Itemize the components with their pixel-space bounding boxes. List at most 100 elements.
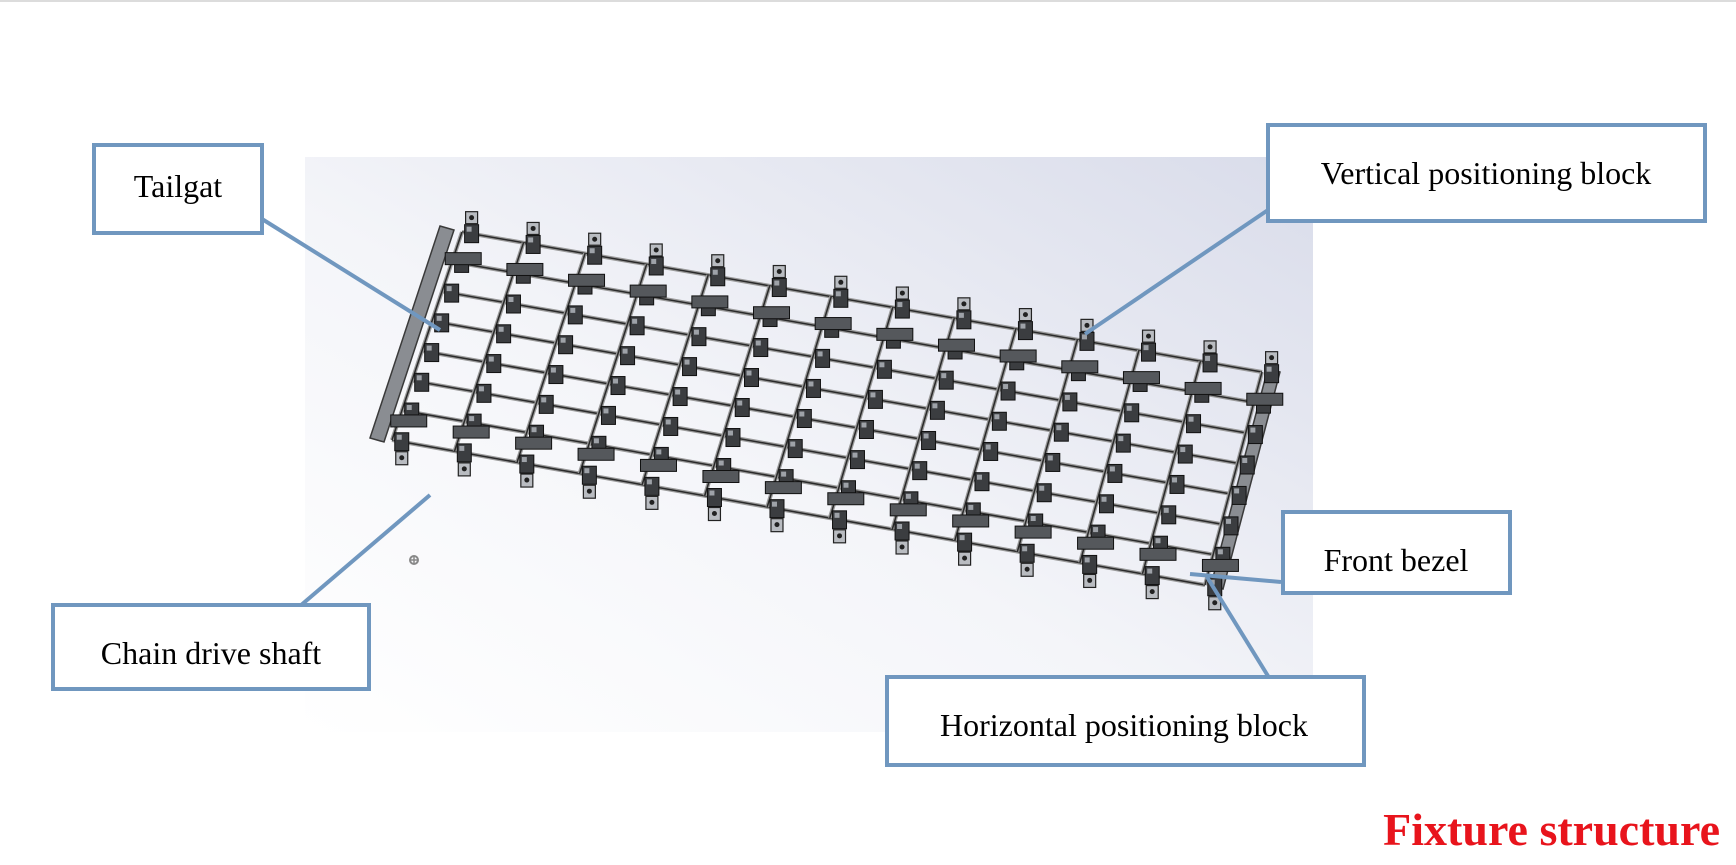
positioning-block-highlight [1155,538,1161,544]
positioning-block-highlight [781,471,787,477]
bottom-mounting-hole [1024,566,1030,572]
bottom-mounting-hole [774,522,780,528]
positioning-block-highlight [541,397,547,403]
positioning-block-highlight [897,302,903,308]
positioning-block-highlight [426,345,432,351]
positioning-block-highlight [923,433,929,439]
positioning-block-highlight [1003,384,1009,390]
grid-bar-column-edge [766,296,832,508]
leader-tailgate [260,217,442,332]
bottom-mounting-hole [586,488,592,494]
positioning-block-highlight [459,445,465,451]
positioning-block-highlight [861,422,867,428]
positioning-block-highlight [521,457,527,463]
positioning-block-highlight [589,248,595,254]
horizontal-positioning-block [568,273,606,287]
horizontal-positioning-block [1061,360,1099,374]
positioning-block-highlight [1163,507,1169,513]
leader-horizontal-positioning-block [1205,575,1270,678]
positioning-block-highlight [1081,334,1087,340]
grid-bar-column-edge [891,317,956,530]
fixture-assembly [369,211,1284,611]
positioning-block-highlight [446,286,452,292]
top-mounting-hole [469,215,475,221]
top-mounting-hole [776,269,782,275]
grid-bar-column-edge [1016,339,1079,552]
positioning-block-highlight [651,258,657,264]
positioning-block-highlight [613,378,619,384]
horizontal-positioning-block [814,317,852,331]
positioning-block-highlight [1064,394,1070,400]
positioning-block-highlight [1093,527,1099,533]
positioning-block-highlight [570,307,576,313]
positioning-block-highlight [478,386,484,392]
horizontal-positioning-block [1122,371,1160,385]
positioning-block-highlight [709,490,715,496]
positioning-block-highlight [550,367,556,373]
horizontal-positioning-block [390,414,428,428]
grid-bar-column-edge [829,307,894,519]
callout-tailgate: Tailgat [92,143,264,235]
positioning-block-highlight [843,482,849,488]
horizontal-positioning-block [702,470,740,484]
positioning-block-highlight [1109,466,1115,472]
positioning-block-highlight [1242,457,1248,463]
figure-caption: Fixture structure [1383,804,1720,855]
positioning-block-highlight [976,474,982,480]
horizontal-positioning-block [889,503,927,517]
top-mounting-hole [899,290,905,296]
positioning-block-highlight [1205,355,1211,361]
positioning-block-highlight [488,356,494,362]
positioning-block-highlight [436,315,442,321]
positioning-block-highlight [1234,488,1240,494]
bottom-mounting-hole [899,544,905,550]
positioning-block-highlight [1225,518,1231,524]
callout-front-bezel-text: Front bezel [1324,542,1469,578]
positioning-block-highlight [958,312,964,318]
horizontal-positioning-block [876,327,914,341]
positioning-block-highlight [746,370,752,376]
horizontal-positioning-block [515,436,553,450]
callout-chain-drive-shaft-text: Chain drive shaft [101,635,322,671]
positioning-block-highlight [646,479,652,485]
horizontal-positioning-block [827,492,865,506]
positioning-block-highlight [914,463,920,469]
positioning-block-highlight [905,493,911,499]
grid-bar-column-edge [641,274,709,485]
positioning-block-highlight [593,438,599,444]
bottom-mounting-hole [649,499,655,505]
horizontal-positioning-block [952,514,990,528]
grid-bar-column-edge [578,264,648,474]
top-mounting-hole [1146,333,1152,339]
positioning-block-highlight [396,434,402,440]
positioning-block-highlight [790,441,796,447]
horizontal-positioning-block [764,481,802,495]
positioning-block-highlight [1101,496,1107,502]
horizontal-positioning-block [937,338,975,352]
grid-bar-column-edge [954,328,1017,541]
grid-bar-column-edge [1079,350,1140,563]
horizontal-positioning-block [444,252,482,266]
positioning-block-highlight [684,359,690,365]
positioning-block-highlight [817,351,823,357]
grid-bar-column-edge [1204,371,1263,586]
grid-bar-column-edge [516,253,586,463]
positioning-block-highlight [994,414,1000,420]
top-mounting-hole [715,258,721,264]
positioning-block-highlight [1217,549,1223,555]
callout-chain-drive-shaft: Chain drive shaft [51,603,371,691]
horizontal-positioning-block [506,262,544,276]
positioning-block-highlight [835,291,841,297]
positioning-block-highlight [466,226,472,232]
bottom-mounting-hole [1212,600,1218,606]
top-mounting-hole [1084,322,1090,328]
top-mounting-hole [1207,344,1213,350]
positioning-block-highlight [469,416,475,422]
positioning-block-highlight [406,405,412,411]
positioning-block-highlight [755,340,761,346]
callout-horizontal-positioning-block: Horizontal positioning block [885,675,1366,767]
positioning-block-highlight [498,326,504,332]
positioning-block-highlight [560,337,566,343]
top-mounting-hole [653,247,659,253]
positioning-block-highlight [1188,416,1194,422]
